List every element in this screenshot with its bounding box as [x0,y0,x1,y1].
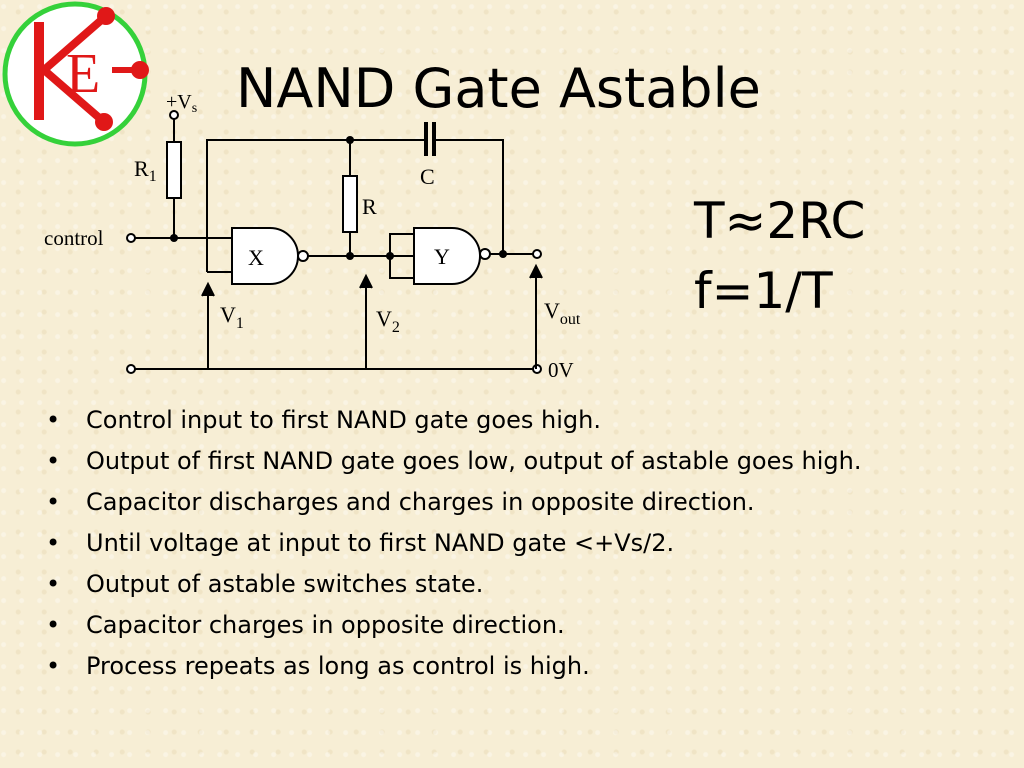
circuit-diagram: +Vs R1 R C control X Y V1 V2 Vout 0V [44,91,581,382]
page-title: NAND Gate Astable [236,57,761,120]
control-label: control [44,226,104,250]
v2-arrowhead [359,273,373,289]
bullet-list: Control input to first NAND gate goes hi… [42,404,1002,691]
junction-control [170,234,178,242]
list-item: Process repeats as long as control is hi… [42,650,1002,683]
v2-label: V2 [376,306,400,336]
junction-y-in [386,252,394,260]
list-item: Output of first NAND gate goes low, outp… [42,445,1002,478]
ground-label: 0V [548,358,574,382]
list-item: Output of astable switches state. [42,568,1002,601]
junction-out [499,250,507,258]
y-upper-input-wire [389,233,414,256]
supply-label: +Vs [166,91,197,116]
nand-gate-x [231,227,299,285]
vout-label: Vout [544,298,581,328]
frequency-formula: f=1/T [694,262,833,320]
ground-left-terminal [126,364,136,374]
y-lower-input-wire [389,256,414,279]
list-item: Capacitor charges in opposite direction. [42,609,1002,642]
r-resistor [342,175,358,233]
gate-x-label: X [248,245,264,270]
gate-x-bubble [297,250,309,262]
junction-r [346,252,354,260]
ke-logo: E [2,1,149,147]
list-item: Until voltage at input to first NAND gat… [42,527,1002,560]
c-label: C [420,164,435,189]
control-terminal [126,233,136,243]
list-item: Control input to first NAND gate goes hi… [42,404,1002,437]
v1-arrowhead [201,281,215,297]
vout-arrowhead [529,263,543,279]
list-item: Capacitor discharges and charges in oppo… [42,486,1002,519]
output-terminal [532,249,542,259]
top-right-wire [434,139,504,254]
logo-letter-e: E [66,43,100,105]
period-formula: T≈2RC [694,192,866,250]
junction-top [346,136,354,144]
r1-resistor [166,141,182,199]
v1-label: V1 [220,302,244,332]
gate-y-label: Y [434,244,450,269]
r-label: R [362,194,377,219]
nand-gate-y [413,227,481,285]
gate-y-bubble [479,248,491,260]
r1-label: R1 [134,156,157,185]
